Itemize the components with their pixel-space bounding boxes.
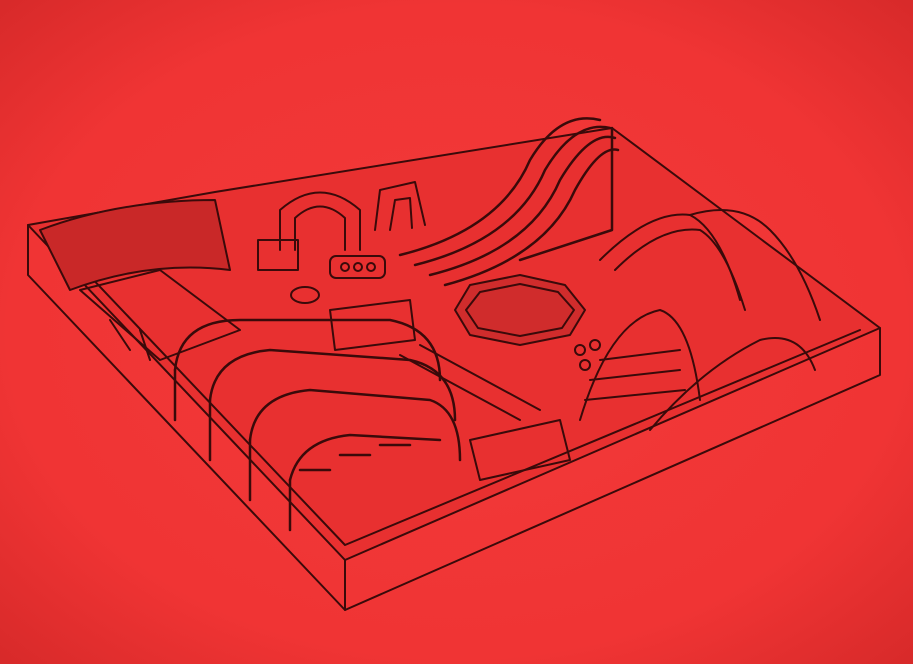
right-bridges [579, 209, 821, 431]
small-obstacles [257, 239, 601, 481]
platform-outer-wall [27, 127, 881, 611]
climbing-frame [374, 181, 426, 231]
tunnel-obstacle [173, 318, 462, 532]
left-bounce-pit [39, 199, 241, 361]
big-slide [398, 117, 620, 287]
arch [279, 191, 361, 251]
ball-pool [454, 274, 586, 346]
